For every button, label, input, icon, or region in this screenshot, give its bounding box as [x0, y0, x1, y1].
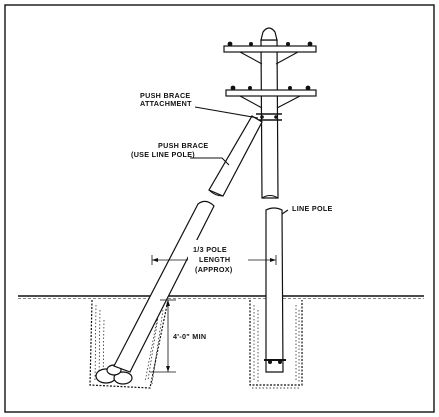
push-brace-lower: [113, 200, 215, 373]
length-label-line2: LENGTH: [199, 255, 230, 264]
push-brace-upper: [208, 115, 263, 197]
leader-lines: [190, 106, 289, 215]
lower-crossarm: [225, 85, 317, 109]
line-pole-label: LINE POLE: [292, 204, 333, 213]
brace-excavation: [89, 299, 169, 389]
brace-label-line1: PUSH BRACE: [158, 141, 209, 150]
figure-frame: [4, 4, 435, 413]
line-pole-upper: [260, 27, 279, 199]
brace-label-line2: (USE LINE POLE): [131, 150, 195, 159]
line-pole-excavation: [249, 300, 303, 389]
attachment-label-line1: PUSH BRACE: [140, 91, 191, 100]
attachment-label-line2: ATTACHMENT: [140, 99, 192, 108]
line-pole-lower: [264, 207, 286, 373]
length-label-line1: 1/3 POLE: [193, 245, 227, 254]
butt-rocks: [95, 364, 133, 385]
upper-crossarm: [223, 41, 317, 65]
depth-label: 4'-0" MIN: [173, 332, 206, 341]
brace-attachment-hardware: [256, 113, 282, 121]
length-label-line3: (APPROX): [195, 265, 233, 274]
length-dimension: [151, 240, 277, 282]
ground-surface: [18, 295, 424, 299]
depth-dimension: [150, 299, 220, 373]
